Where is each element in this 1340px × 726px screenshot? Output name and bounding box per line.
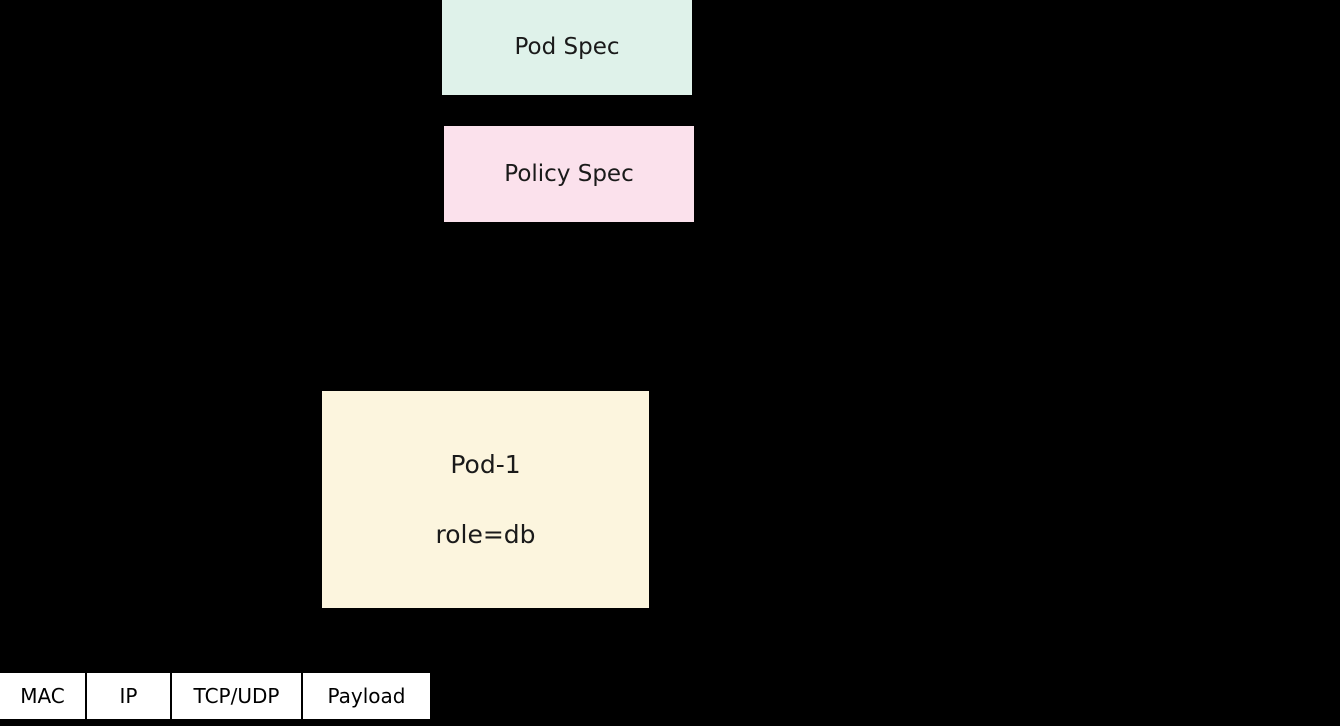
node-pod-1-sublabel: role=db [435,519,536,549]
node-pod-1[interactable]: Pod-1 role=db [322,391,649,608]
packet-field-tcp-udp[interactable]: TCP/UDP [172,673,301,719]
packet-field-ip-label: IP [119,684,138,708]
packet-field-payload-label: Payload [327,684,406,708]
packet-field-tcp-udp-label: TCP/UDP [193,684,280,708]
node-pod-spec-label: Pod Spec [514,34,620,61]
packet-field-payload[interactable]: Payload [303,673,430,719]
packet-field-mac-label: MAC [20,684,65,708]
network-packet-strip: MAC IP TCP/UDP Payload [0,673,430,719]
node-policy-spec[interactable]: Policy Spec [444,126,694,222]
packet-field-ip[interactable]: IP [87,673,170,719]
packet-field-mac[interactable]: MAC [0,673,85,719]
node-pod-spec[interactable]: Pod Spec [442,0,692,95]
node-pod-1-label: Pod-1 [450,450,521,480]
node-policy-spec-label: Policy Spec [504,160,634,187]
